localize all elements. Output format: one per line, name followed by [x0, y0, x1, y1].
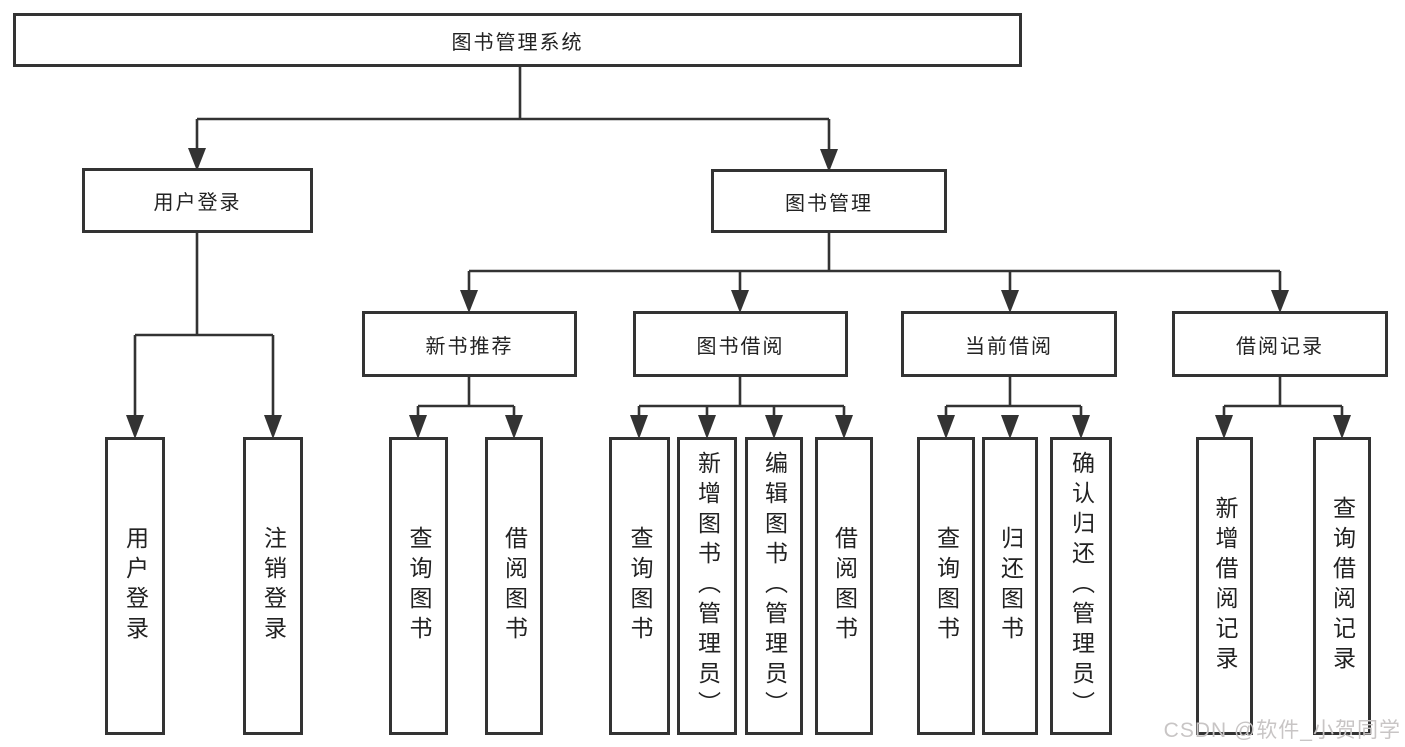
arrowhead — [835, 415, 853, 439]
node-new-book-recommend-label: 新书推荐 — [425, 335, 514, 358]
leaf-edit-book-admin: 编辑图书（管理员） — [745, 437, 803, 735]
connector-root — [195, 67, 831, 152]
leaf-query-books-borrow: 查询图书 — [609, 437, 670, 735]
leaf-borrow-books-label: 借阅图书 — [831, 526, 858, 646]
arrowhead — [264, 415, 282, 439]
leaf-query-borrow-record: 查询借阅记录 — [1313, 437, 1371, 735]
leaf-add-borrow-record-label: 新增借阅记录 — [1212, 496, 1238, 676]
arrowhead — [765, 415, 783, 439]
node-current-borrow: 当前借阅 — [901, 311, 1117, 377]
node-current-borrow-label: 当前借阅 — [965, 335, 1053, 358]
arrowhead — [1333, 415, 1351, 439]
leaf-add-book-admin-label: 新增图书（管理员） — [694, 451, 721, 721]
leaf-query-borrow-record-label: 查询借阅记录 — [1329, 496, 1356, 676]
arrowhead — [409, 415, 427, 439]
node-borrow-records-label: 借阅记录 — [1236, 335, 1324, 358]
node-user-login-label: 用户登录 — [153, 192, 242, 214]
leaf-query-books-recommend-label: 查询图书 — [406, 526, 432, 646]
leaf-borrow-books-recommend-label: 借阅图书 — [501, 526, 528, 646]
arrowhead — [460, 290, 478, 313]
node-book-management: 图书管理 — [711, 169, 947, 233]
arrowhead — [698, 415, 716, 439]
arrowhead — [731, 290, 749, 313]
leaf-confirm-return-admin: 确认归还（管理员） — [1050, 437, 1112, 735]
csdn-watermark: CSDN @软件_小贺同学 — [1163, 719, 1401, 742]
connector-current-borrow — [944, 377, 1083, 419]
leaf-query-books-recommend: 查询图书 — [389, 437, 448, 735]
node-root: 图书管理系统 — [13, 13, 1022, 67]
arrowhead — [1072, 415, 1090, 439]
leaf-query-books-current-label: 查询图书 — [933, 526, 960, 646]
connector-borrow-records — [1222, 377, 1344, 419]
arrowhead — [126, 415, 144, 439]
leaf-borrow-books: 借阅图书 — [815, 437, 873, 735]
node-borrow-records: 借阅记录 — [1172, 311, 1388, 377]
connector-new-book-recommend — [416, 377, 516, 419]
node-root-label: 图书管理系统 — [451, 31, 584, 54]
leaf-edit-book-admin-label: 编辑图书（管理员） — [761, 451, 788, 721]
leaf-return-books-label: 归还图书 — [997, 526, 1024, 646]
node-new-book-recommend: 新书推荐 — [362, 311, 577, 377]
arrowhead — [937, 415, 955, 439]
arrowhead — [1001, 290, 1019, 313]
connector-book-borrow — [637, 377, 846, 419]
node-book-management-label: 图书管理 — [785, 192, 873, 215]
leaf-confirm-return-admin-label: 确认归还（管理员） — [1068, 451, 1095, 721]
arrowhead — [505, 415, 523, 439]
leaf-borrow-books-recommend: 借阅图书 — [485, 437, 543, 735]
leaf-logout-label: 注销登录 — [260, 526, 287, 646]
connector-user-login — [133, 233, 275, 419]
leaf-query-books-current: 查询图书 — [917, 437, 975, 735]
connector-book-management — [467, 233, 1282, 294]
arrowhead — [1215, 415, 1233, 439]
leaf-logout: 注销登录 — [243, 437, 303, 735]
leaf-add-book-admin: 新增图书（管理员） — [677, 437, 737, 735]
node-book-borrow-label: 图书借阅 — [696, 335, 785, 358]
leaf-query-books-borrow-label: 查询图书 — [627, 526, 653, 646]
arrowhead — [1001, 415, 1019, 439]
arrowhead — [630, 415, 648, 439]
node-book-borrow: 图书借阅 — [633, 311, 848, 377]
node-user-login: 用户登录 — [82, 168, 313, 233]
arrowhead — [1271, 290, 1289, 313]
leaf-return-books: 归还图书 — [982, 437, 1038, 735]
leaf-user-login: 用户登录 — [105, 437, 165, 735]
leaf-add-borrow-record: 新增借阅记录 — [1196, 437, 1253, 735]
leaf-user-login-label: 用户登录 — [122, 526, 149, 646]
